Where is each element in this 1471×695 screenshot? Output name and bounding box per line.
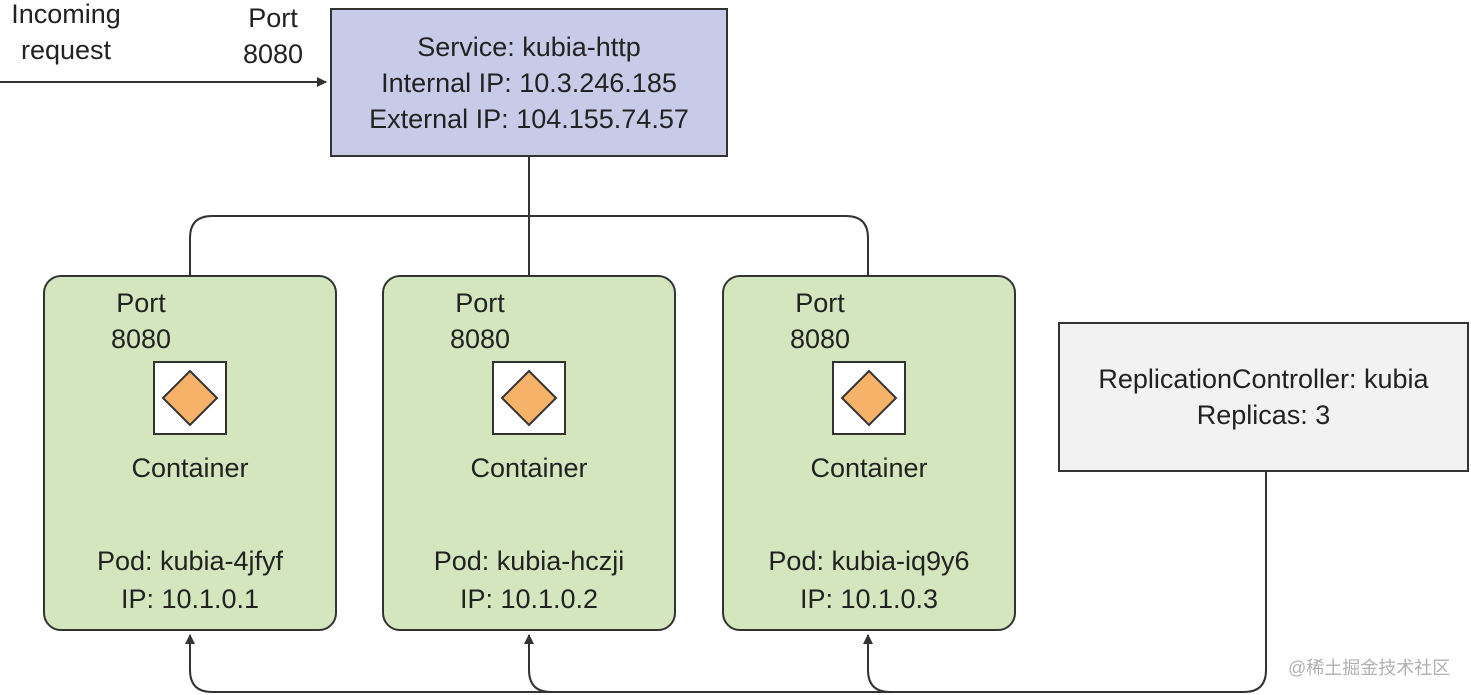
- pod-ip: IP: 10.1.0.3: [799, 584, 939, 614]
- incoming-request-line2: request: [20, 35, 112, 65]
- replication-controller-replicas: Replicas: 3: [1196, 400, 1331, 430]
- container-label: Container: [470, 453, 588, 483]
- service-port-line1: Port: [248, 3, 298, 33]
- container-icon: [500, 369, 558, 427]
- service-external-ip: External IP: 104.155.74.57: [369, 103, 689, 134]
- replication-controller-name: ReplicationController: kubia: [1098, 364, 1429, 394]
- pod-box: Port 8080 Container Pod: kubia-hczji IP:…: [382, 275, 676, 631]
- pod-port-label: Port 8080: [440, 285, 520, 357]
- rc-to-pod-2-arrow: [524, 634, 552, 693]
- rc-bottom-line: [189, 472, 1267, 693]
- service-internal-ip: Internal IP: 10.3.246.185: [381, 67, 677, 98]
- pod-port-line2: 8080: [449, 324, 511, 354]
- service-port-line2: 8080: [242, 39, 304, 69]
- pod-box: Port 8080 Container Pod: kubia-iq9y6 IP:…: [722, 275, 1016, 631]
- service-to-pod-3-arrow: [529, 215, 873, 358]
- pod-name: Pod: kubia-4jfyf: [96, 546, 284, 576]
- container-box: [153, 361, 227, 435]
- container-icon: [840, 369, 898, 427]
- incoming-request-label: Incoming request: [0, 0, 132, 68]
- pod-port-line1: Port: [795, 288, 845, 318]
- container-label: Container: [131, 453, 249, 483]
- pod-ip: IP: 10.1.0.1: [120, 584, 260, 614]
- container-box: [832, 361, 906, 435]
- pod-port-line2: 8080: [110, 324, 172, 354]
- watermark: @稀土掘金技术社区: [1288, 658, 1451, 678]
- service-name: Service: kubia-http: [417, 31, 641, 62]
- pod-name: Pod: kubia-iq9y6: [768, 546, 970, 576]
- container-icon: [161, 369, 219, 427]
- pod-name: Pod: kubia-hczji: [433, 546, 625, 576]
- replication-controller-box: ReplicationController: kubia Replicas: 3: [1058, 322, 1469, 472]
- service-port-label: Port 8080: [232, 0, 314, 72]
- pod-ip: IP: 10.1.0.2: [459, 584, 599, 614]
- service-box: Service: kubia-http Internal IP: 10.3.24…: [330, 8, 728, 157]
- pod-port-label: Port 8080: [780, 285, 860, 357]
- container-label: Container: [810, 453, 928, 483]
- incoming-request-line1: Incoming: [11, 0, 121, 29]
- pod-port-label: Port 8080: [101, 285, 181, 357]
- pod-port-line2: 8080: [789, 324, 851, 354]
- rc-to-pod-3-arrow: [863, 634, 891, 693]
- pod-port-line1: Port: [455, 288, 505, 318]
- service-to-pod-1-arrow: [185, 215, 529, 358]
- container-box: [492, 361, 566, 435]
- pod-box: Port 8080 Container Pod: kubia-4jfyf IP:…: [43, 275, 337, 631]
- pod-port-line1: Port: [116, 288, 166, 318]
